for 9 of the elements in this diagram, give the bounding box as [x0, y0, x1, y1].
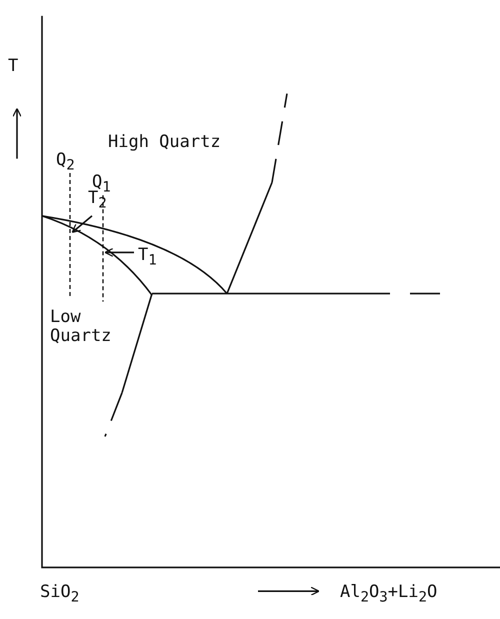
leader-line: [104, 248, 134, 257]
axis-label: SiO$_{2}$: [40, 583, 80, 608]
axis-label: T: [8, 57, 18, 76]
line-label: Q$_{2}$: [56, 150, 75, 176]
phase-label: Low Quartz: [50, 308, 110, 346]
axis-label: Al$_{2}$O$_{3}$+Li$_{2}$O: [340, 583, 438, 608]
leader-line: [72, 215, 93, 233]
phase-label: High Quartz: [108, 133, 221, 152]
curve-label: T$_{1}$: [138, 246, 157, 270]
